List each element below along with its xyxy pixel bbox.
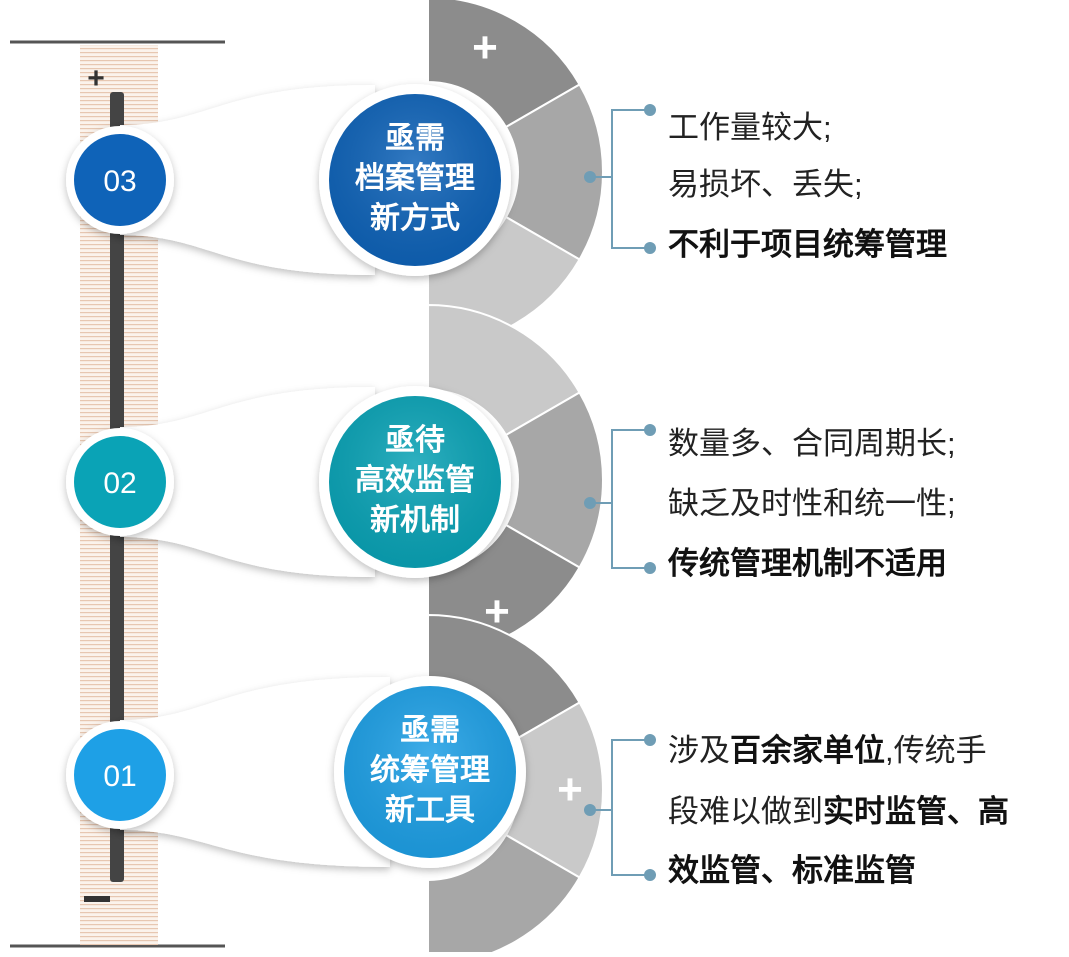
row1-text-d: 段难以做到 — [668, 794, 823, 829]
slider-minus-icon[interactable] — [84, 896, 110, 902]
bracket-layer — [584, 104, 656, 881]
bracket-line — [611, 429, 650, 569]
node-text-line: 亟待 — [385, 424, 445, 457]
row1-point-2: 段难以做到实时监管、高 — [668, 784, 1009, 840]
fan-plus-icon[interactable]: + — [484, 587, 510, 636]
gray-fan-ring: + + + — [427, 0, 604, 957]
connector-shape — [120, 677, 390, 867]
number-badge[interactable] — [74, 134, 166, 226]
node-shade — [329, 396, 501, 568]
connector-shape — [120, 387, 375, 577]
node-text-line: 亟需 — [385, 122, 445, 155]
bracket-dot — [644, 562, 656, 574]
fan-segment-3-b — [504, 83, 604, 261]
fan-segment-3-a — [427, 0, 581, 129]
bracket-line — [611, 109, 650, 249]
node-shade — [329, 94, 501, 266]
fan-segment-2-b — [504, 391, 604, 569]
row3-point-1: 工作量较大; — [668, 110, 832, 145]
bracket-dot — [584, 497, 596, 509]
node-text-line: 新机制 — [370, 504, 460, 537]
bracket-dot — [584, 171, 596, 183]
node-text-line: 高效监管 — [355, 464, 475, 497]
node-text-line: 亟需 — [400, 714, 460, 747]
row2-point-2: 缺乏及时性和统一性; — [668, 486, 956, 521]
fan-plus-icon[interactable]: + — [557, 765, 583, 814]
row2-point-1: 数量多、合同周期长; — [668, 426, 956, 461]
bracket-dot — [644, 242, 656, 254]
bracket-dot — [644, 104, 656, 116]
fan-segment-1-c — [427, 833, 581, 957]
row1-text-b: 百余家单位 — [730, 733, 885, 768]
row2-point-3: 传统管理机制不适用 — [668, 546, 947, 581]
fan-segment-2-a — [427, 303, 581, 437]
node-text-line: 统筹管理 — [370, 753, 490, 787]
slider-plus-icon[interactable]: + — [87, 62, 105, 95]
number-badge[interactable] — [74, 729, 166, 821]
row3-point-2: 易损坏、丢失; — [668, 167, 863, 202]
number-label: 03 — [103, 165, 136, 198]
row1-point-3: 效监管、标准监管 — [668, 853, 916, 888]
fan-plus-icon[interactable]: + — [472, 23, 498, 72]
number-badge[interactable] — [74, 436, 166, 528]
row1-text-a: 涉及 — [668, 733, 730, 768]
node-text-line: 新工具 — [385, 794, 475, 827]
bracket-1 — [584, 734, 656, 881]
bracket-3 — [584, 104, 656, 254]
bracket-dot — [644, 869, 656, 881]
number-label: 02 — [103, 467, 136, 500]
number-label: 01 — [103, 760, 136, 793]
row1-text-e: 实时监管、高 — [823, 794, 1009, 829]
bracket-line — [611, 739, 650, 876]
bracket-dot — [584, 804, 596, 816]
row3-point-3: 不利于项目统筹管理 — [668, 227, 947, 262]
connector-shape — [120, 85, 375, 275]
bracket-dot — [644, 424, 656, 436]
row1-text-c: ,传统手 — [885, 733, 987, 768]
node-text-line: 档案管理 — [355, 161, 475, 195]
row1-point-1: 涉及百余家单位,传统手 — [668, 723, 987, 779]
node-text-line: 新方式 — [370, 201, 460, 235]
bracket-dot — [644, 734, 656, 746]
node-shade — [344, 686, 516, 858]
bracket-2 — [584, 424, 656, 574]
